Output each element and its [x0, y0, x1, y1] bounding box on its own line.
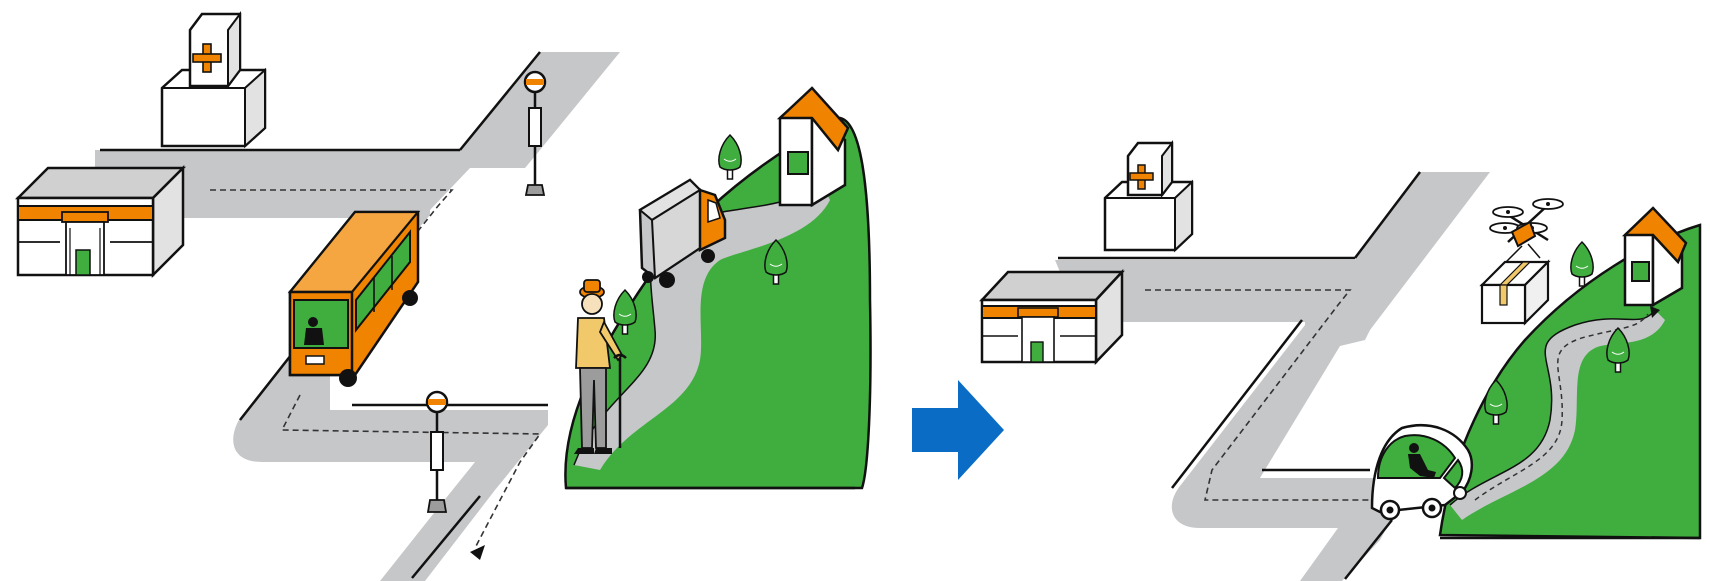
arrow-right-icon	[912, 380, 1004, 480]
bus-icon	[287, 210, 421, 387]
tree-icon	[1570, 241, 1594, 287]
bus-stop-icon	[425, 390, 449, 513]
autonomous-car-icon	[1370, 423, 1474, 521]
house-icon	[1621, 206, 1688, 308]
convenience-store-icon	[979, 268, 1125, 366]
elderly-person-icon	[574, 279, 627, 454]
convenience-store-icon	[14, 164, 187, 279]
tree-icon	[718, 134, 742, 180]
truck-icon	[638, 178, 727, 288]
house-icon	[776, 86, 850, 208]
parcel-icon	[1479, 259, 1551, 326]
scene-after	[979, 140, 1702, 581]
road-before	[95, 51, 620, 581]
delivery-drone-icon	[1489, 198, 1564, 263]
scene-before	[14, 11, 872, 581]
bus-stop-icon	[523, 70, 547, 196]
hospital-icon	[1103, 140, 1194, 253]
hospital-icon	[160, 11, 267, 149]
